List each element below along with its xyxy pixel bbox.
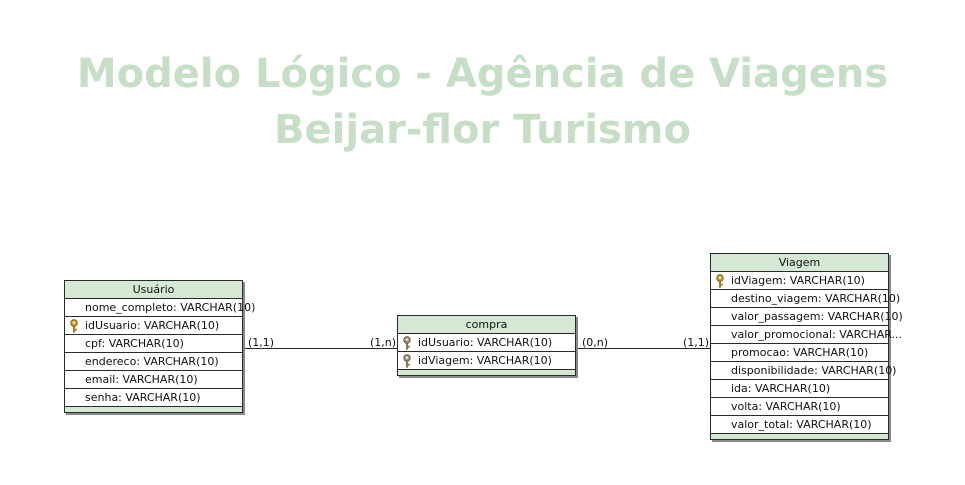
attribute-row[interactable]: idViagem: VARCHAR(10) <box>398 352 575 370</box>
attribute-row[interactable]: ida: VARCHAR(10) <box>711 380 888 398</box>
relationship-line-usuario-compra <box>243 348 397 349</box>
attribute-label: valor_total: VARCHAR(10) <box>731 418 872 431</box>
cardinality-compra-left: (1,n) <box>370 336 397 349</box>
attribute-row[interactable]: endereco: VARCHAR(10) <box>65 353 242 371</box>
attribute-row[interactable]: cpf: VARCHAR(10) <box>65 335 242 353</box>
attribute-label: idUsuario: VARCHAR(10) <box>85 319 220 332</box>
cardinality-viagem-side: (1,1) <box>683 336 710 349</box>
entity-header: Usuário <box>65 281 242 299</box>
attribute-row[interactable]: idUsuario: VARCHAR(10) <box>398 334 575 352</box>
primary-key-icon <box>70 319 78 333</box>
diagram-title-line-1: Modelo Lógico - Agência de Viagens <box>76 51 889 97</box>
attribute-row[interactable]: disponibilidade: VARCHAR(10) <box>711 362 896 380</box>
attribute-label: idViagem: VARCHAR(10) <box>418 354 552 367</box>
cardinality-compra-right: (0,n) <box>582 336 609 349</box>
attribute-label: disponibilidade: VARCHAR(10) <box>731 364 897 377</box>
entity-header: Viagem <box>711 254 888 272</box>
attribute-row[interactable]: valor_passagem: VARCHAR(10) <box>711 308 903 326</box>
attribute-row[interactable]: promocao: VARCHAR(10) <box>711 344 888 362</box>
attribute-label: promocao: VARCHAR(10) <box>731 346 869 359</box>
attribute-row[interactable]: idUsuario: VARCHAR(10) <box>65 317 242 335</box>
attribute-row[interactable]: senha: VARCHAR(10) <box>65 389 242 407</box>
attribute-row[interactable]: volta: VARCHAR(10) <box>711 398 888 416</box>
attribute-label: valor_promocional: VARCHAR... <box>731 328 902 341</box>
entity-header: compra <box>398 316 575 334</box>
cardinality-usuario-side: (1,1) <box>248 336 275 349</box>
entity-viagem[interactable]: Viagem idViagem: VARCHAR(10) destino_viag… <box>710 253 903 440</box>
attribute-label: volta: VARCHAR(10) <box>731 400 841 413</box>
primary-key-icon <box>403 336 411 350</box>
entity-footer <box>65 407 242 412</box>
attribute-label: idViagem: VARCHAR(10) <box>731 274 865 287</box>
primary-key-icon <box>403 354 411 368</box>
attribute-label: cpf: VARCHAR(10) <box>85 337 184 350</box>
primary-key-icon <box>716 274 724 288</box>
entity-compra[interactable]: compra idUsuario: VARCHAR(10) idViagem: V… <box>397 315 576 376</box>
diagram-title-line-2: Beijar-flor Turismo <box>274 107 691 153</box>
attribute-label: idUsuario: VARCHAR(10) <box>418 336 553 349</box>
attribute-label: senha: VARCHAR(10) <box>85 391 201 404</box>
attribute-label: valor_passagem: VARCHAR(10) <box>731 310 903 323</box>
entity-footer <box>711 434 888 439</box>
attribute-label: ida: VARCHAR(10) <box>731 382 831 395</box>
attribute-row[interactable]: idViagem: VARCHAR(10) <box>711 272 888 290</box>
attribute-row[interactable]: nome_completo: VARCHAR(10) <box>65 299 255 317</box>
attribute-row[interactable]: destino_viagem: VARCHAR(10) <box>711 290 900 308</box>
attribute-label: nome_completo: VARCHAR(10) <box>85 301 256 314</box>
attribute-row[interactable]: valor_total: VARCHAR(10) <box>711 416 888 434</box>
attribute-label: destino_viagem: VARCHAR(10) <box>731 292 901 305</box>
attribute-label: endereco: VARCHAR(10) <box>85 355 219 368</box>
attribute-label: email: VARCHAR(10) <box>85 373 198 386</box>
attribute-row[interactable]: valor_promocional: VARCHAR... <box>711 326 902 344</box>
entity-usuario[interactable]: Usuário nome_completo: VARCHAR(10) idUsua… <box>64 280 255 413</box>
attribute-row[interactable]: email: VARCHAR(10) <box>65 371 242 389</box>
entity-footer <box>398 370 575 375</box>
relationship-line-compra-viagem <box>576 348 710 349</box>
